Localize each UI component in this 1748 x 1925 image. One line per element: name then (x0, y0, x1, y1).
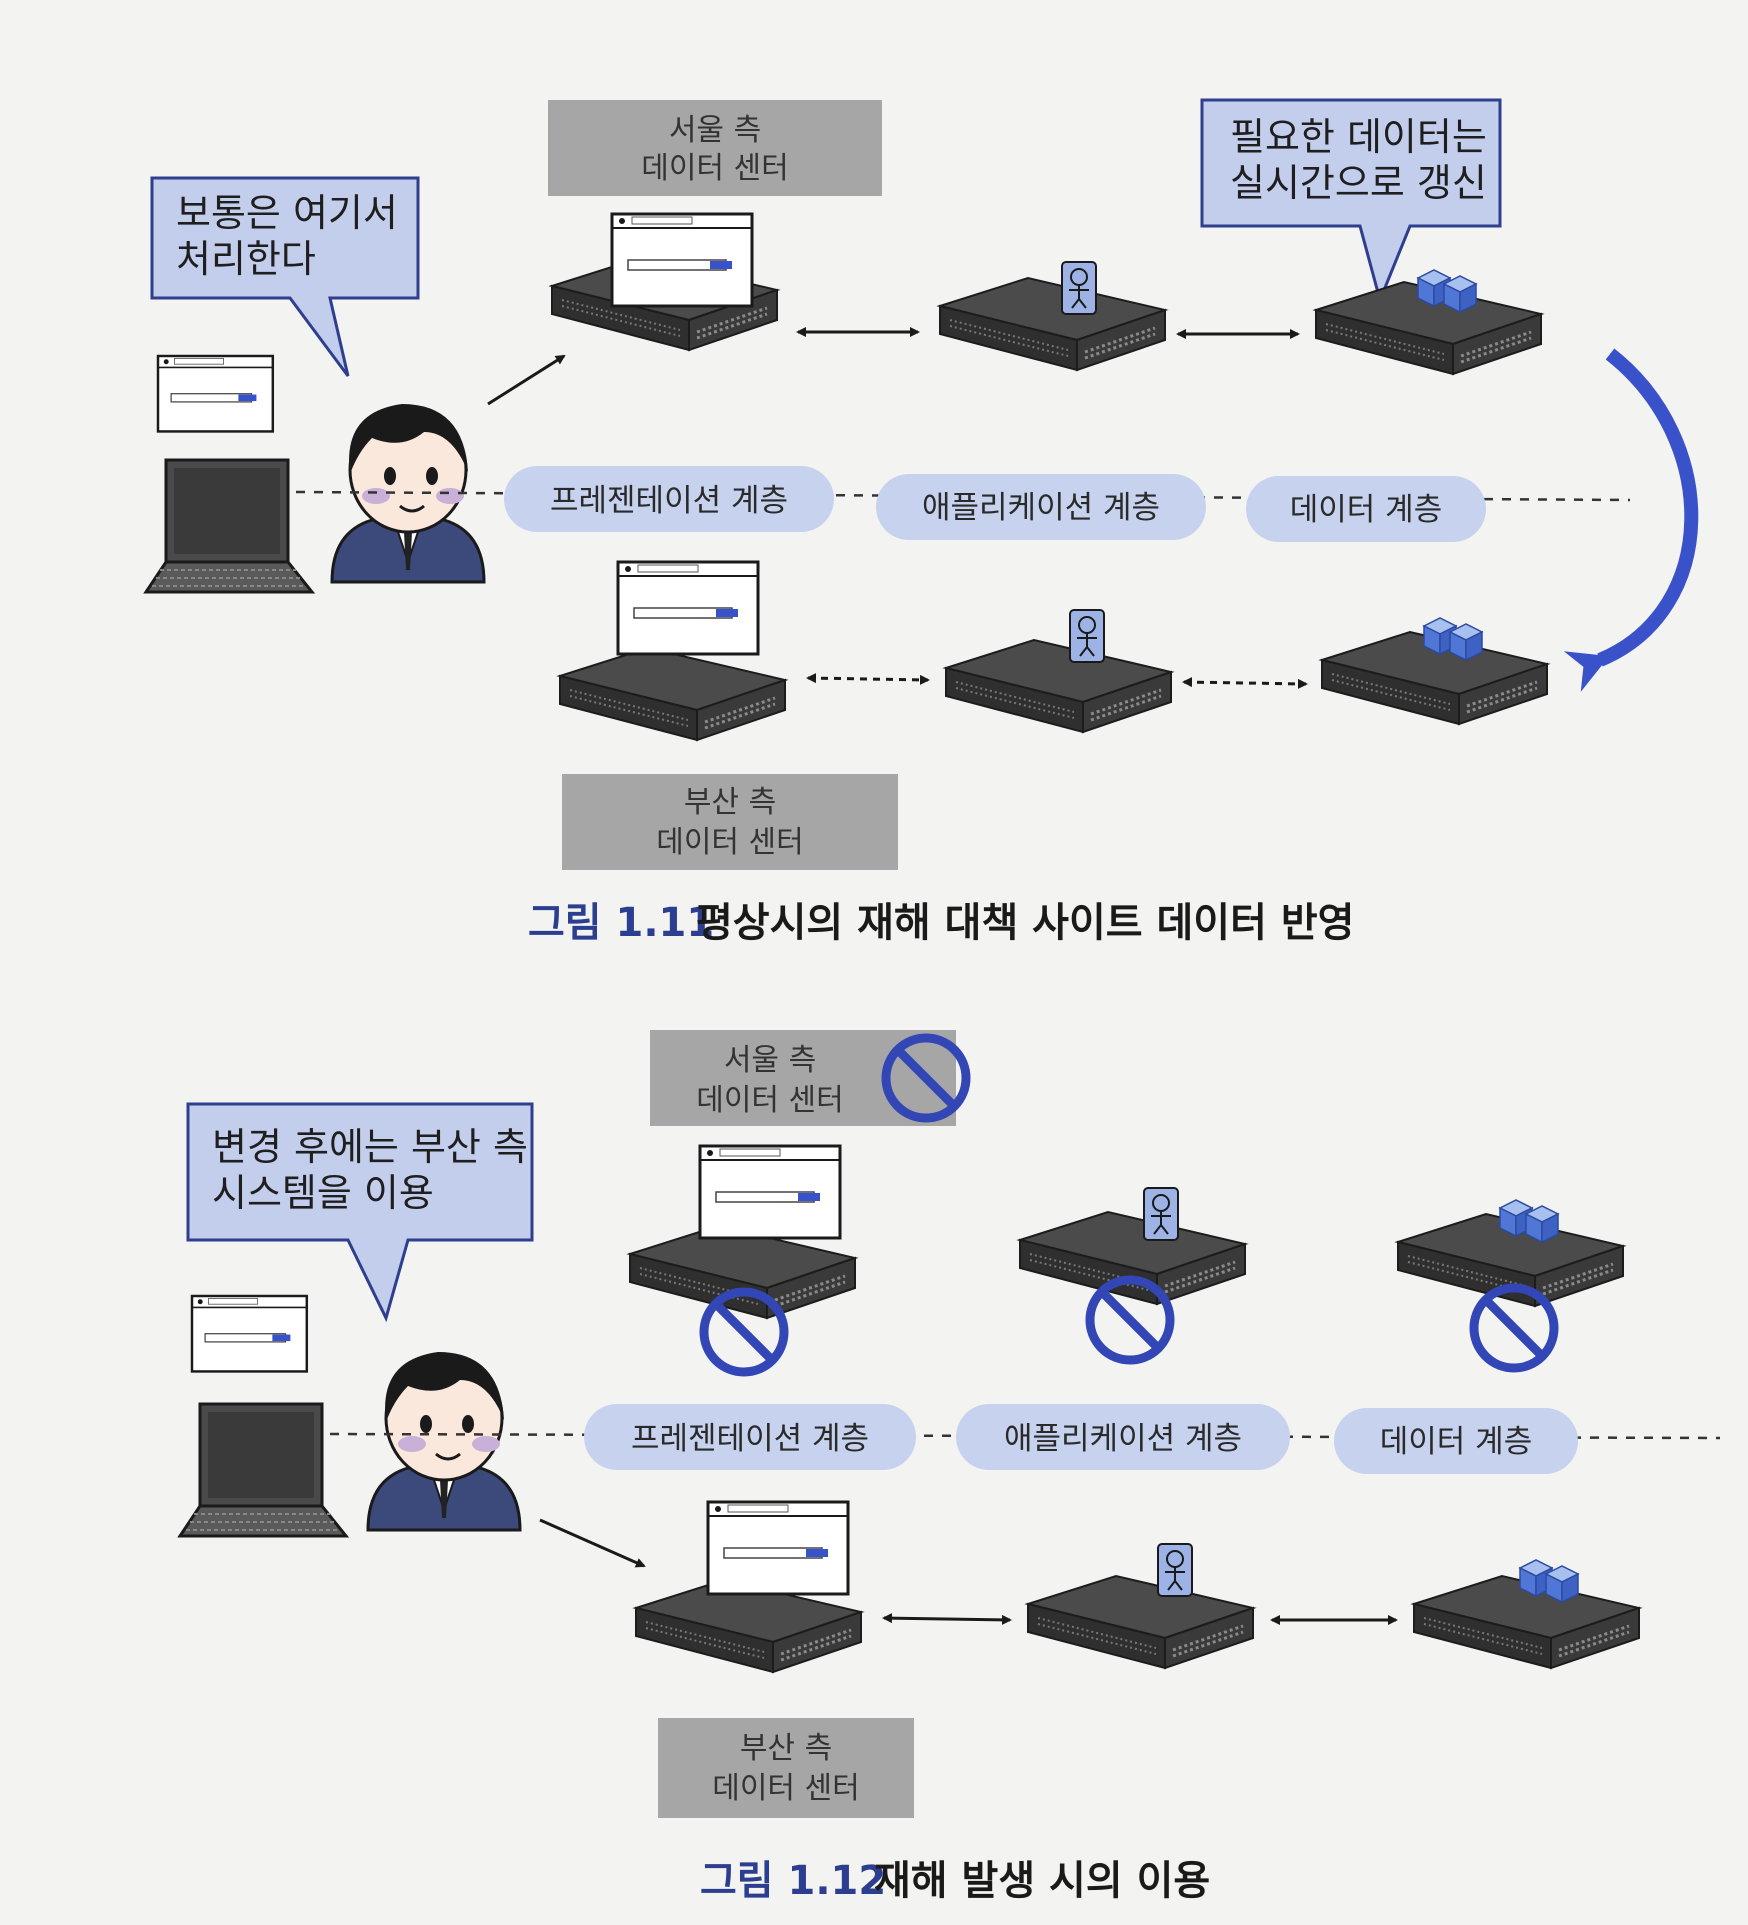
replication-arrow (1563, 348, 1699, 692)
browser-window-icon (706, 1500, 850, 1596)
user-avatar-icon (366, 1350, 522, 1532)
layer-data (1246, 476, 1486, 542)
seoul-dc-label (548, 100, 882, 196)
layer-presentation-label: 프레젠테이션 계층 (550, 483, 788, 519)
client-browser-icon-2 (190, 1294, 309, 1373)
layer-presentation-2 (584, 1404, 916, 1470)
seoul-dc-label-line2: 데이터 센터 (641, 151, 789, 186)
layer-application-label: 애플리케이션 계층 (922, 490, 1160, 526)
busan-dc-label-line2: 데이터 센터 (656, 825, 804, 860)
user-speech-bubble-2: 변경 후에는 부산 측 시스템을 이용 (186, 1102, 534, 1323)
busan-web-server (558, 646, 787, 742)
busan-dc-label-line1: 부산 측 (684, 785, 776, 820)
laptop-icon (178, 1402, 348, 1538)
person-icon (1069, 609, 1105, 663)
data-bubble-line1: 필요한 데이터는 (1230, 115, 1487, 159)
seoul-app-server (938, 276, 1167, 372)
layer-application (876, 474, 1206, 540)
busan-dc-label-2 (658, 1718, 914, 1818)
data-bubble-line2: 실시간으로 갱신 (1230, 161, 1487, 205)
busan-app-server-2 (1026, 1574, 1255, 1670)
client-browser-icon (156, 354, 275, 433)
figure-12-number: 그림 1.12 (700, 1858, 886, 1904)
layer-application-2 (956, 1404, 1290, 1470)
user-bubble-2-line1: 변경 후에는 부산 측 (212, 1125, 528, 1169)
busan-dc-label-2-line2: 데이터 센터 (712, 1771, 860, 1806)
busan-dc-label (562, 774, 898, 870)
seoul-dc-label-2-line1: 서울 측 (724, 1043, 816, 1078)
user-bubble-2-line2: 시스템을 이용 (212, 1171, 434, 1215)
figure-12-caption: 재해 발생 시의 이용 (874, 1858, 1210, 1904)
user-speech-bubble: 보통은 여기서 처리한다 (150, 176, 420, 377)
person-icon (1157, 1543, 1193, 1597)
browser-window-icon (616, 560, 760, 656)
figure-1-11: 서울 측 데이터 센터 보통은 여기서 처리한다 필요한 데이터는 실시간으로 … (144, 98, 1699, 946)
figure-11-caption: 평상시의 재해 대책 사이트 데이터 반영 (696, 900, 1354, 946)
person-icon (1143, 1187, 1179, 1241)
busan-dc-label-2-line1: 부산 측 (740, 1731, 832, 1766)
browser-window-icon (698, 1144, 842, 1240)
user-bubble-line2: 처리한다 (176, 237, 316, 281)
person-icon (1061, 261, 1097, 315)
user-bubble-line1: 보통은 여기서 (176, 191, 398, 235)
figure-1-12: 서울 측 데이터 센터 변경 후에는 부산 측 시스템을 이용 프레젠테이션 계… (178, 1030, 1721, 1904)
laptop-icon (144, 458, 314, 594)
layer-presentation-2-label: 프레젠테이션 계층 (631, 1421, 869, 1457)
figure-11-number: 그림 1.11 (528, 900, 714, 946)
layer-presentation (504, 466, 834, 532)
layer-application-2-label: 애플리케이션 계층 (1004, 1421, 1242, 1457)
busan-app-server (944, 638, 1173, 734)
layer-data-label: 데이터 계층 (1290, 492, 1442, 528)
seoul-web-server-2 (628, 1224, 857, 1320)
seoul-dc-label-line1: 서울 측 (669, 113, 761, 148)
layer-data-2-label: 데이터 계층 (1380, 1424, 1532, 1460)
browser-window-icon (610, 212, 754, 308)
data-speech-bubble: 필요한 데이터는 실시간으로 갱신 (1200, 98, 1502, 305)
seoul-app-server-2 (1018, 1210, 1247, 1306)
seoul-dc-label-2-line2: 데이터 센터 (696, 1083, 844, 1118)
layer-data-2 (1334, 1408, 1578, 1474)
